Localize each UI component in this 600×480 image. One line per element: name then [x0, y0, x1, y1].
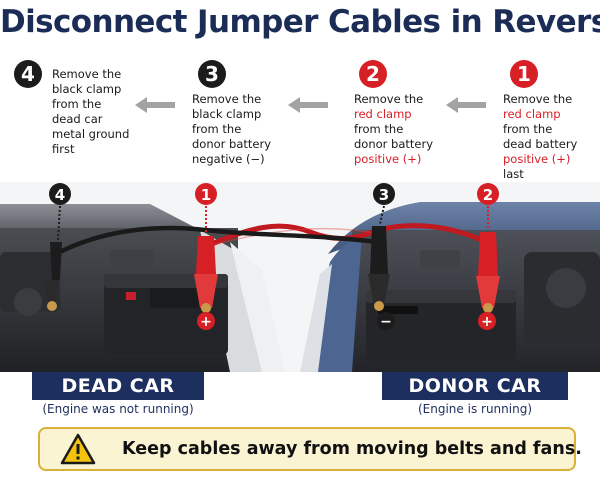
step-line: last	[503, 167, 577, 182]
warning-text: Keep cables away from moving belts and f…	[122, 429, 582, 469]
positive-terminal-symbol: +	[200, 314, 212, 330]
step-line: positive (+)	[503, 152, 577, 167]
jumper-cable-illustration: + − + 4 1 3 2	[0, 182, 600, 372]
step-line: first	[52, 142, 129, 157]
step-line: Remove the	[52, 67, 129, 82]
step-line: red clamp	[503, 107, 577, 122]
step-line: Remove the	[354, 92, 433, 107]
dead-car-label: DEAD CAR	[32, 372, 204, 400]
step-line: dead battery	[503, 137, 577, 152]
step-4-text: Remove the black clamp from the dead car…	[52, 67, 129, 157]
step-line: donor battery	[192, 137, 271, 152]
step-line: donor battery	[354, 137, 433, 152]
marker-label: 3	[379, 186, 389, 204]
step-line: Remove the	[503, 92, 577, 107]
step-number-badge: 4	[14, 60, 42, 88]
step-line: red clamp	[354, 107, 433, 122]
step-3-text: Remove the black clamp from the donor ba…	[192, 92, 271, 167]
positive-terminal-symbol: +	[481, 314, 493, 330]
step-number-badge: 1	[510, 60, 538, 88]
step-line: metal ground	[52, 127, 129, 142]
step-line: black clamp	[52, 82, 129, 97]
left-arrow-icon	[135, 97, 175, 113]
step-line: positive (+)	[354, 152, 433, 167]
marker-label: 2	[483, 186, 493, 204]
step-line: from the	[354, 122, 433, 137]
step-line: dead car	[52, 112, 129, 127]
step-line: from the	[503, 122, 577, 137]
warning-banner: Keep cables away from moving belts and f…	[38, 427, 576, 471]
step-number-badge: 2	[359, 60, 387, 88]
donor-car-note: (Engine is running)	[382, 402, 568, 416]
marker-label: 4	[55, 186, 65, 204]
donor-car-label: DONOR CAR	[382, 372, 568, 400]
marker-label: 1	[201, 186, 211, 204]
step-line: from the	[52, 97, 129, 112]
step-line: from the	[192, 122, 271, 137]
step-1-text: Remove the red clamp from the dead batte…	[503, 92, 577, 182]
step-line: Remove the	[192, 92, 271, 107]
page-title: Disconnect Jumper Cables in Reverse Orde…	[0, 0, 600, 44]
step-line: black clamp	[192, 107, 271, 122]
warning-triangle-icon	[60, 433, 96, 465]
left-arrow-icon	[446, 97, 486, 113]
step-2-text: Remove the red clamp from the donor batt…	[354, 92, 433, 167]
left-arrow-icon	[288, 97, 328, 113]
dead-car-note: (Engine was not running)	[32, 402, 204, 416]
step-number-badge: 3	[198, 60, 226, 88]
negative-terminal-symbol: −	[380, 314, 392, 330]
step-line: negative (−)	[192, 152, 271, 167]
